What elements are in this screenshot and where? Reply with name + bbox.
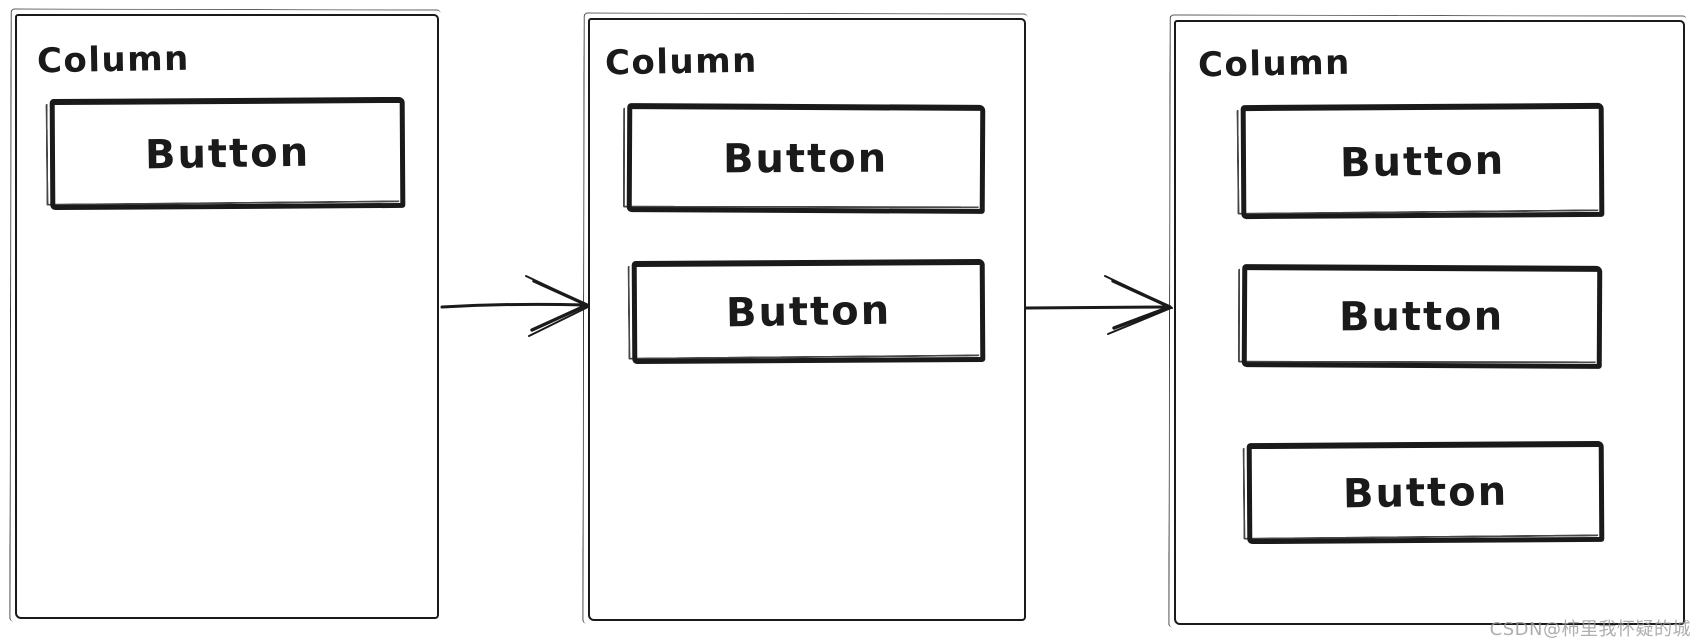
button-label: Button <box>144 129 311 179</box>
column-label-2: Column <box>604 40 759 84</box>
button-shape-1-1: Button <box>49 96 406 211</box>
button-label: Button <box>723 135 889 183</box>
arrow-1 <box>440 275 590 337</box>
watermark: CSDN@柿里我怀疑的城 <box>1489 619 1691 640</box>
button-label: Button <box>1342 468 1509 518</box>
button-label: Button <box>725 287 892 337</box>
button-shape-3-1: Button <box>1240 102 1605 220</box>
button-shape-2-1: Button <box>626 103 986 214</box>
column-container-2: Column Button Button <box>588 18 1026 621</box>
column-label-3: Column <box>1197 42 1352 86</box>
column-container-3: Column Button Button Button <box>1174 20 1685 625</box>
column-container-1: Column Button <box>15 14 439 619</box>
button-shape-3-2: Button <box>1241 264 1603 369</box>
button-shape-2-2: Button <box>631 258 986 365</box>
column-label-1: Column <box>36 38 191 82</box>
button-label: Button <box>1339 293 1505 341</box>
arrow-2 <box>1024 275 1173 335</box>
button-label: Button <box>1339 137 1506 186</box>
button-shape-3-3: Button <box>1246 440 1605 545</box>
